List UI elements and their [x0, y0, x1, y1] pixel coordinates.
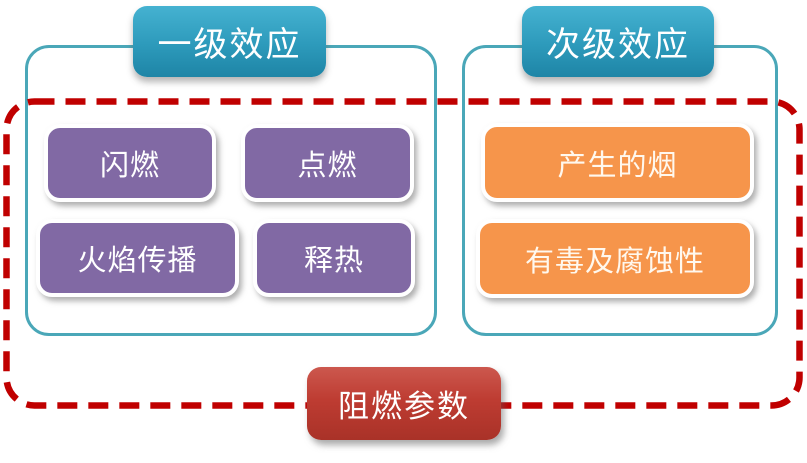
- flame-retardant-parameters-label: 阻燃参数: [307, 367, 501, 440]
- secondary-effects-header: 次级效应: [522, 6, 714, 77]
- primary-item-flame-spread: 火焰传播: [36, 219, 239, 297]
- primary-item-ignition: 点燃: [241, 124, 414, 202]
- secondary-item-smoke: 产生的烟: [481, 123, 754, 202]
- secondary-item-toxic-corrosive: 有毒及腐蚀性: [476, 219, 754, 298]
- primary-item-heat-release: 释热: [253, 219, 415, 297]
- primary-effects-header: 一级效应: [133, 6, 326, 77]
- primary-item-flash-ignition: 闪燃: [44, 124, 216, 202]
